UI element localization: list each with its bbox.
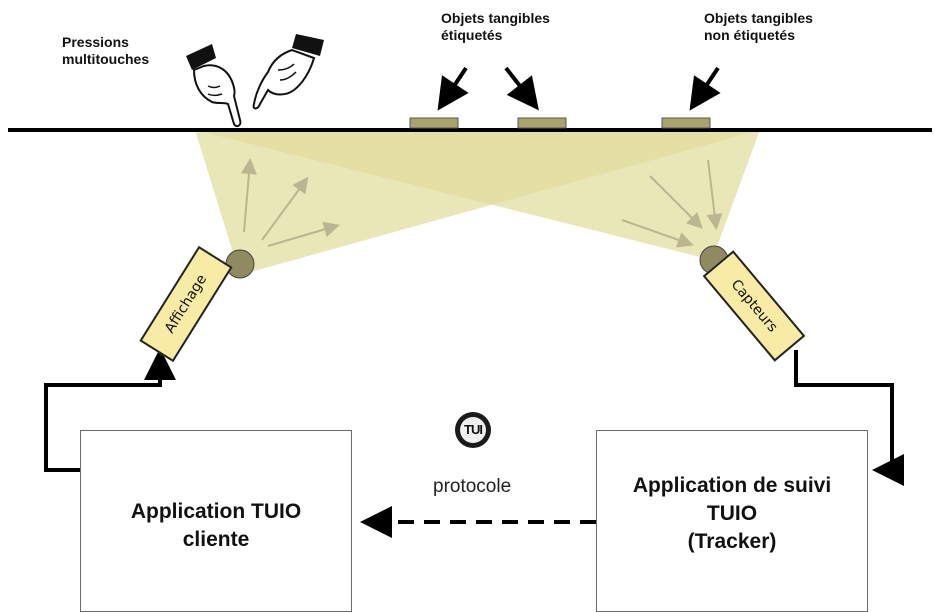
client-box-line1: Application TUIO <box>130 500 302 523</box>
label-tagged-objects: Objets tangibles étiquetés <box>441 10 550 44</box>
label-untagged-objects: Objets tangibles non étiquetés <box>704 10 813 44</box>
protocol-label: protocole <box>433 476 512 497</box>
sensor-light-arrows <box>621 159 723 248</box>
tracker-box-line2: TUIO <box>706 502 758 525</box>
tui-logo-text: TUI <box>460 417 486 443</box>
display-lens <box>225 249 255 279</box>
label-multitouch-line2: multitouches <box>62 51 150 67</box>
client-box-line2: cliente <box>182 528 250 551</box>
label-tagged-line1: Objets tangibles <box>441 10 550 26</box>
label-multitouch: Pressions multitouches <box>62 34 149 68</box>
label-untagged-line1: Objets tangibles <box>704 10 813 26</box>
tui-logo-icon: TUI <box>455 412 491 448</box>
object-pointer-arrows <box>437 66 721 111</box>
label-untagged-line2: non étiquetés <box>704 27 796 43</box>
tracker-box-line1: Application de suivi <box>632 474 832 497</box>
label-multitouch-line1: Pressions <box>62 34 129 50</box>
display-light-arrows <box>241 158 340 247</box>
label-tagged-line2: étiquetés <box>441 27 503 43</box>
client-application-box: Application TUIO cliente <box>80 430 352 612</box>
sensor-beam <box>195 130 760 260</box>
tracker-box-line3: (Tracker) <box>687 530 777 553</box>
sensor-to-tracker-arrow <box>794 350 904 486</box>
tangible-object-tagged-1 <box>409 117 459 129</box>
client-to-display-arrow <box>44 348 176 472</box>
tangible-object-untagged <box>661 117 711 129</box>
hand-pointing-down-icon <box>186 44 242 128</box>
hand-pointing-up-icon <box>252 34 324 110</box>
tangible-object-tagged-2 <box>517 117 567 129</box>
tracker-application-box: Application de suivi TUIO (Tracker) <box>596 430 868 612</box>
